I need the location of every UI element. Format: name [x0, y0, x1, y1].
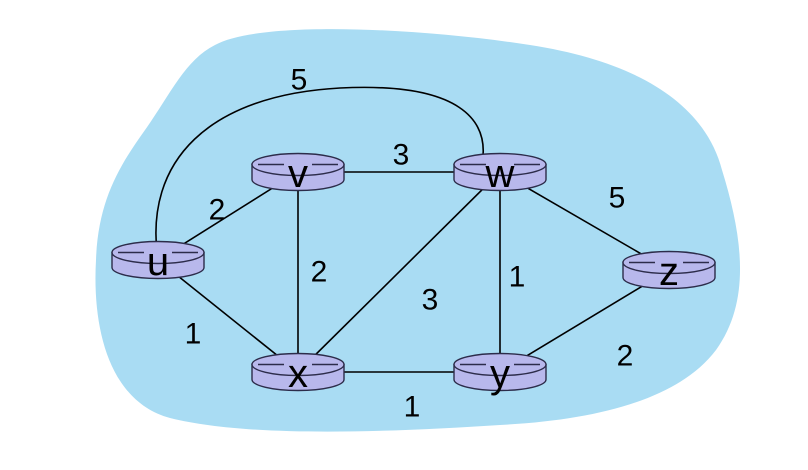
router-top: [251, 352, 345, 377]
router-x: x: [251, 352, 345, 396]
edge-u-w: [155, 86, 484, 261]
router-label-v: v: [288, 152, 308, 196]
router-top: [251, 152, 345, 177]
router-y: y: [453, 352, 547, 396]
router-u: u: [111, 240, 205, 284]
edge-weight-w-y: 1: [509, 261, 526, 294]
routers-layer: u v w x y z: [111, 152, 716, 396]
router-v: v: [251, 152, 345, 196]
router-w: w: [453, 152, 547, 196]
router-label-y: y: [490, 352, 510, 396]
edge-weight-u-v: 2: [209, 194, 226, 227]
edge-u-x: [157, 259, 299, 373]
router-z: z: [622, 250, 716, 294]
router-label-x: x: [288, 352, 308, 396]
edge-weight-v-w: 3: [393, 139, 410, 172]
edge-weight-u-x: 1: [185, 318, 202, 351]
router-top: [622, 250, 716, 275]
router-label-z: z: [659, 250, 679, 294]
router-top: [111, 240, 205, 265]
edge-weight-v-x: 2: [311, 256, 328, 289]
edge-weight-w-x: 3: [422, 284, 439, 317]
router-label-u: u: [147, 240, 169, 284]
edge-weights-layer: 5 2 1 3 2 3 1 5 1 2: [185, 64, 634, 424]
router-label-w: w: [485, 152, 515, 196]
edge-y-z: [499, 269, 670, 373]
router-top: [453, 152, 547, 177]
network-cloud-background: [95, 29, 741, 432]
edge-w-x: [297, 171, 501, 373]
edge-weight-y-z: 2: [617, 340, 634, 373]
router-top: [453, 352, 547, 377]
edge-weight-w-z: 5: [609, 182, 626, 215]
edge-weight-x-y: 1: [404, 391, 421, 424]
edge-weight-u-w: 5: [291, 64, 308, 97]
